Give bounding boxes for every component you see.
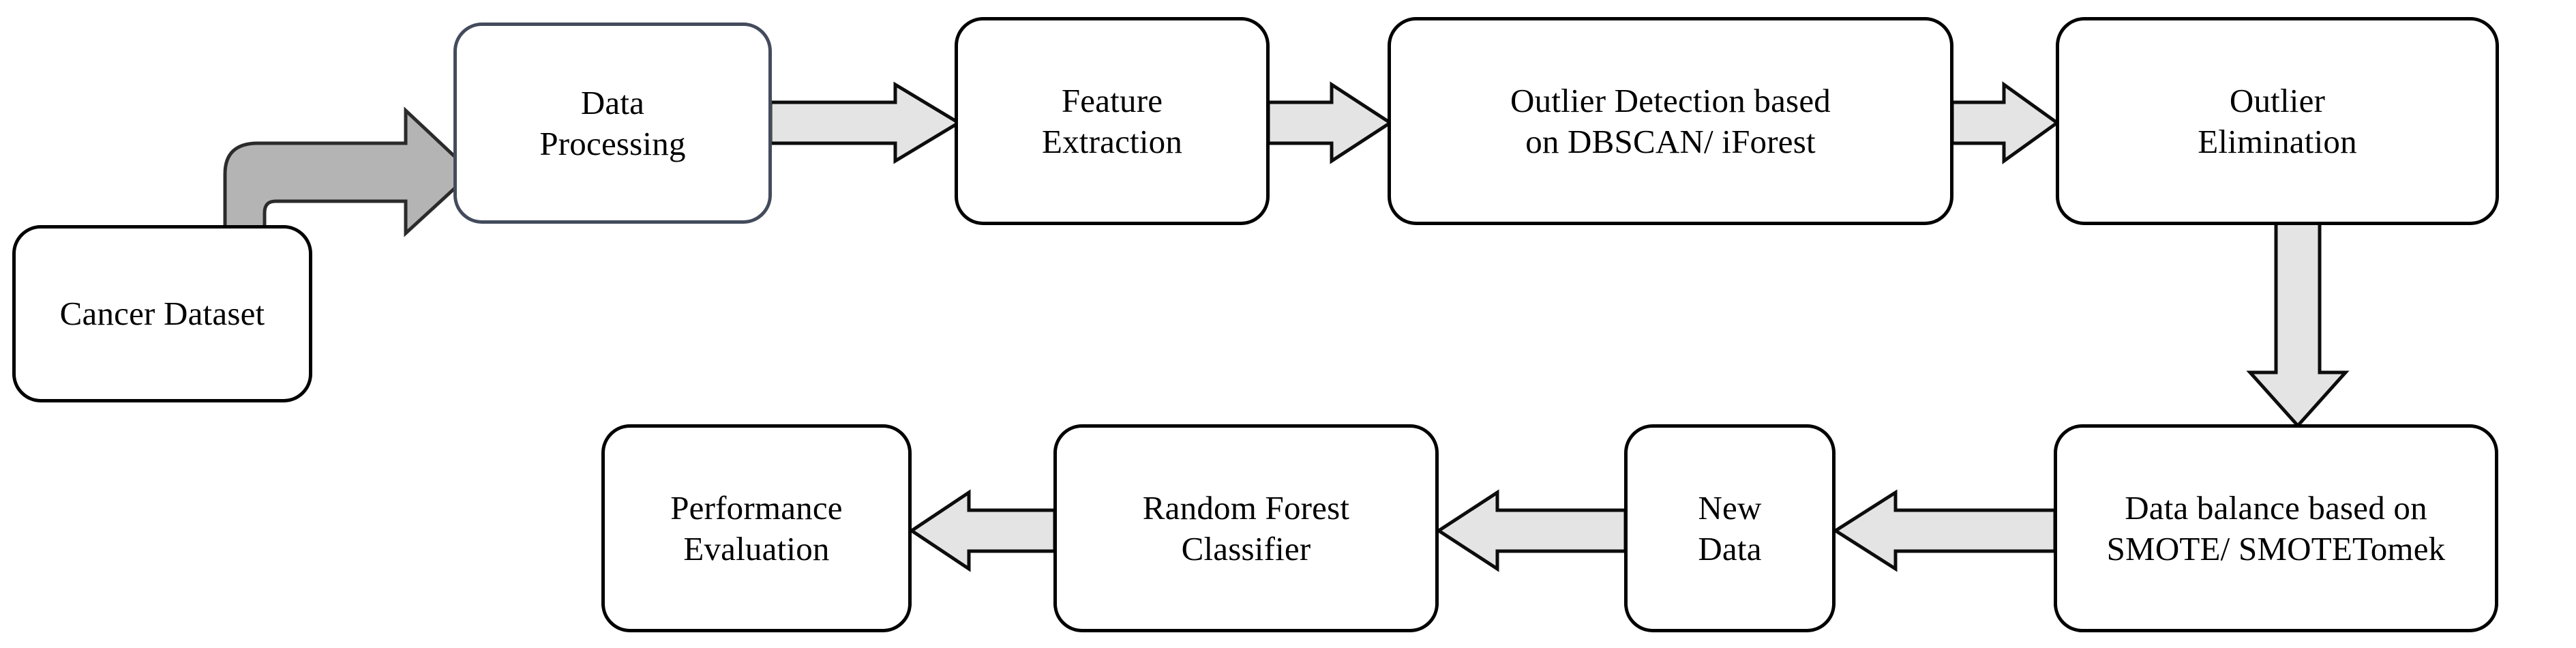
node-random-forest-classifier[interactable]: Random Forest Classifier xyxy=(1053,424,1439,632)
connector-elimination-to-balance xyxy=(2246,220,2350,428)
node-label-outlier-elimination: Outlier Elimination xyxy=(2198,81,2357,160)
node-outlier-elimination[interactable]: Outlier Elimination xyxy=(2056,17,2499,225)
connector-feature-to-detection xyxy=(1266,81,1394,164)
connector-detection-to-elimination xyxy=(1950,81,2061,164)
node-outlier-detection[interactable]: Outlier Detection based on DBSCAN/ iFore… xyxy=(1388,17,1953,225)
node-feature-extraction[interactable]: Feature Extraction xyxy=(955,17,1270,225)
node-data-processing[interactable]: Data Processing xyxy=(453,23,772,224)
connector-processing-to-feature xyxy=(768,81,962,164)
node-label-outlier-detection: Outlier Detection based on DBSCAN/ iFore… xyxy=(1510,81,1831,160)
node-performance-evaluation[interactable]: Performance Evaluation xyxy=(601,424,912,632)
node-cancer-dataset[interactable]: Cancer Dataset xyxy=(12,225,312,402)
node-label-new-data: New Data xyxy=(1698,488,1762,568)
connector-classifier-to-evaluation xyxy=(908,489,1057,572)
node-label-feature-extraction: Feature Extraction xyxy=(1041,81,1183,160)
node-label-data-balance: Data balance based on SMOTE/ SMOTETomek xyxy=(2106,488,2446,568)
node-label-random-forest-classifier: Random Forest Classifier xyxy=(1142,488,1350,568)
node-new-data[interactable]: New Data xyxy=(1624,424,1836,632)
node-data-balance[interactable]: Data balance based on SMOTE/ SMOTETomek xyxy=(2054,424,2498,632)
connector-newdata-to-classifier xyxy=(1435,489,1628,572)
node-label-performance-evaluation: Performance Evaluation xyxy=(670,488,843,568)
node-label-data-processing: Data Processing xyxy=(539,83,686,162)
connector-balance-to-newdata xyxy=(1832,489,2057,572)
connector-cancer-to-processing xyxy=(223,106,475,251)
node-label-cancer-dataset: Cancer Dataset xyxy=(59,295,265,333)
